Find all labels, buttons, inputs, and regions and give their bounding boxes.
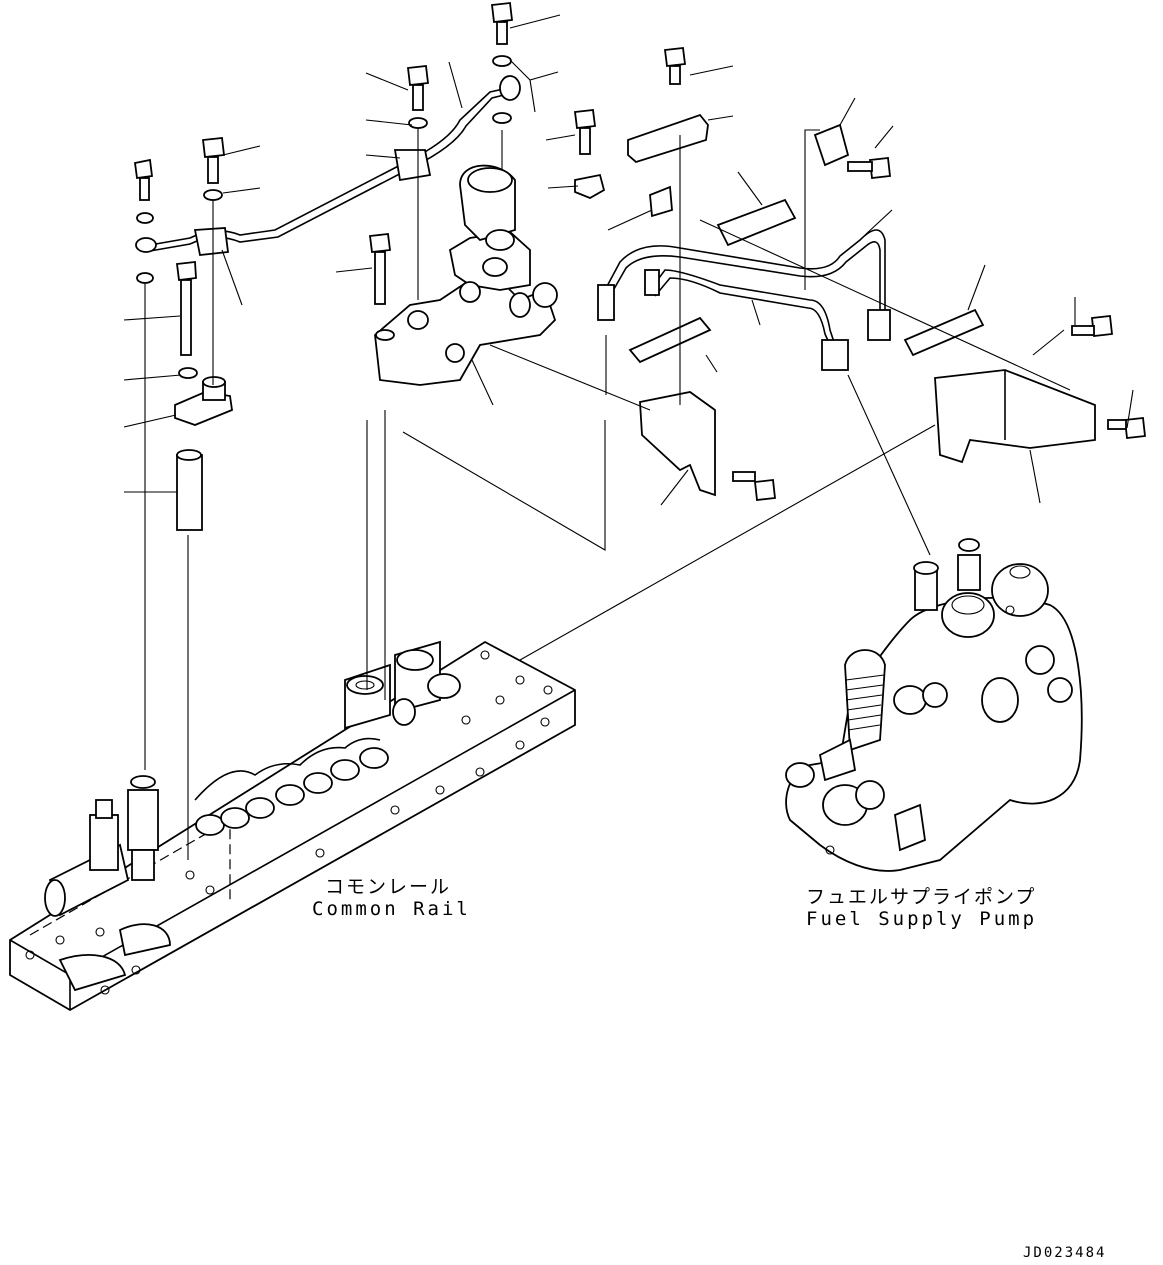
fuel-pump-label-en: Fuel Supply Pump: [806, 908, 1038, 930]
common-rail: [9, 640, 576, 1012]
fuel-pump-label-jp: フュエルサプライポンプ: [806, 886, 1037, 908]
leader-lines: [123, 14, 1134, 700]
bolt-stack-left: [133, 137, 233, 531]
pipe-clamp-1: [193, 227, 230, 256]
common-rail-label-en: Common Rail: [312, 898, 471, 920]
drawing-code: JD023484: [1023, 1245, 1107, 1261]
leak-off-pipe: [135, 75, 521, 253]
bolts-right: [573, 47, 1146, 501]
injection-pipes: [597, 229, 891, 395]
flow-valve-block: [374, 164, 558, 386]
bolt-stack-center: [368, 2, 513, 305]
pipe-clamp-2: [393, 149, 432, 182]
clamp-brackets: [574, 113, 1096, 497]
rail-outlets: [194, 737, 389, 836]
common-rail-label-jp: コモンレール: [325, 876, 452, 898]
fuel-supply-pump: [785, 538, 1083, 872]
